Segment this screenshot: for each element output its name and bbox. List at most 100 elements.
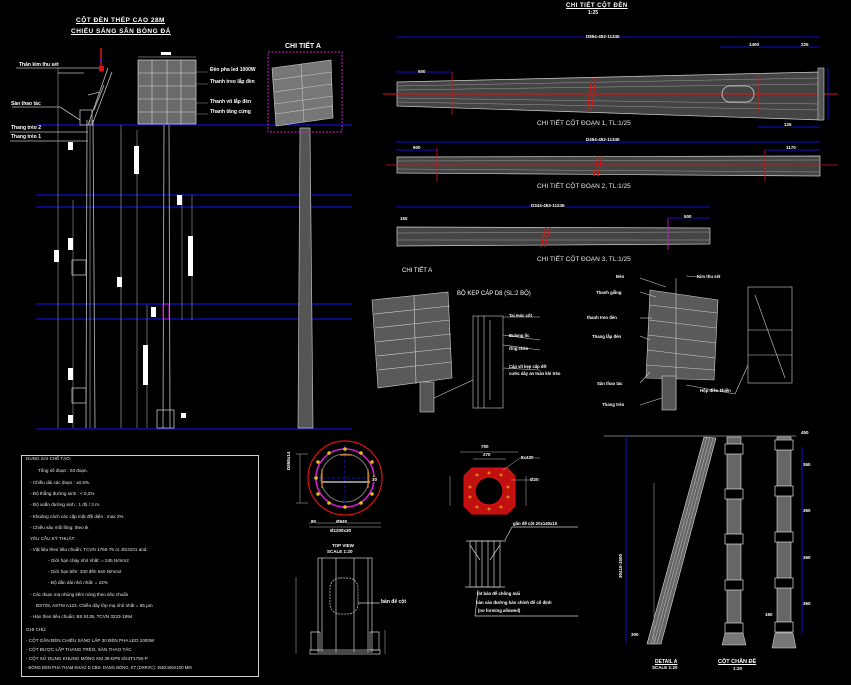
- notes-box: [21, 455, 259, 677]
- base-dim-right: 30: [372, 477, 378, 482]
- label-lightning-rod: Thân kim thu sét: [19, 62, 59, 68]
- notes-section3-title: GHI CHÚ:: [26, 627, 47, 632]
- iso-label-brace: Thanh giằng: [596, 290, 622, 295]
- segment2-dim-a: 600: [413, 145, 421, 150]
- notes-s2-item-4: - Độ dãn dài nhỏ nhất: = 22%: [48, 580, 108, 585]
- iso-label-lamp-ladder: Thang lắp đèn: [592, 334, 622, 339]
- flange-dim-inner: 270: [483, 452, 491, 457]
- base-plate-label: bản đế cột: [381, 599, 407, 605]
- ladder-seg-dim-4: 360: [803, 555, 811, 560]
- clamp-title: BỘ KẸP CÁP D8 (SL:2 BỘ): [457, 291, 531, 297]
- flange-note-1: lót bản đế chống mài: [477, 591, 520, 596]
- pole-elevation-front: [120, 124, 193, 429]
- top-view-scale: SCALE 1:20: [327, 549, 353, 554]
- ladder-seg-dim-1: 450: [801, 430, 809, 435]
- notes-section1-title: DUNG SAI CHẾ TẠO:: [26, 456, 72, 461]
- notes-s1-item-1: Tổng số đoạn : 03 đoạn.: [38, 468, 88, 473]
- ladder-section-scale: 1:20: [733, 666, 743, 671]
- ladder-seg-dim-5: 360: [803, 601, 811, 606]
- iso-label-platform: Sàn thao tác: [597, 381, 623, 386]
- clamp-label-4: Cáp vít kẹp cấp đỡ: [509, 364, 547, 369]
- iso-label-lamp: Đèn: [616, 274, 625, 279]
- label-platform: Sàn thao tác: [11, 101, 41, 107]
- clamp-label-1: Tai móc cốt: [509, 313, 532, 318]
- base-dim-diameter: D858x14: [286, 451, 291, 470]
- flange-dim-width: 700: [481, 444, 489, 449]
- detail-a-scale: SCALE 1:20: [652, 665, 678, 670]
- segment3-dim-a: 150: [400, 216, 408, 221]
- notes-s3-item-2: - CỘT ĐƯỢC LẮP THANG TRÈO, SÀN THAO TÁC: [26, 647, 132, 652]
- segment3-overall-dim: D344-453-11245: [531, 203, 565, 208]
- clamp-label-2: Bulong ốc: [509, 333, 530, 338]
- detail-a-caption: DETAIL A: [655, 659, 678, 665]
- base-plate-top-view: [296, 440, 383, 528]
- notes-s1-item-3: - Độ thẳng đường sinh : < 0,3%: [30, 491, 95, 496]
- iso-view-right: [639, 275, 793, 411]
- label-lamp-screw-bar: Thanh vít lắp đèn: [210, 99, 252, 105]
- pole-detail-title: CHI TIẾT CỘT ĐÈN: [566, 3, 628, 9]
- flange-detail: [449, 451, 578, 617]
- ladder-section-label: CỘT CHÂN ĐẾ: [718, 659, 757, 665]
- notes-s1-item-6: - Chiều sâu mối lồng: theo tk: [30, 525, 89, 530]
- top-view-label: TOP VIEW: [332, 543, 354, 548]
- segment-3-drawing: [396, 206, 711, 250]
- elevation-title-line2: CHIẾU SÁNG SÂN BÓNG ĐÁ: [71, 28, 171, 35]
- dimension-tags: [54, 142, 193, 423]
- clamp-label-3: Ống chèn: [509, 346, 529, 351]
- flange-dim-bolt: Ø20: [530, 477, 539, 482]
- ladder-detail: [604, 435, 803, 649]
- ladder-overall-dim: 30410-1500: [618, 553, 623, 578]
- elevation-title-line1: CỘT ĐÈN THÉP CAO 28M: [76, 17, 165, 24]
- notes-s2-item-1: - Vật liệu theo tiêu chuẩn: TCVN 1765-75…: [30, 547, 148, 552]
- clamp-label-5: cước dây an toàn khi trèo: [509, 371, 561, 376]
- ladder-seg-dim-7: 300: [631, 632, 639, 637]
- pole-detail-scale: 1:25: [588, 10, 599, 16]
- segment2-dim-b: 1170: [786, 145, 796, 150]
- iso-label-control-box: Hộp điều khiển: [700, 388, 731, 393]
- notes-s2-item-3: - Giới hạn bền: 330 đến 540 N/mm2: [48, 569, 122, 574]
- level-lines: [36, 124, 352, 430]
- segment-2-drawing: [386, 141, 838, 182]
- notes-s1-item-4: - Độ xoắn đường sinh : 1 độ / 3 m.: [30, 502, 101, 507]
- segment2-caption: CHI TIẾT CỘT ĐOẠN 2, TL:1/25: [537, 183, 631, 190]
- flange-note-2: hàn vào đường hàn chính để cố định: [476, 600, 552, 605]
- notes-s1-item-5: - Khoảng cách các cặp mặt đối diện : max…: [30, 514, 124, 519]
- segment1-caption: CHI TIẾT CỘT ĐOẠN 1, TL:1/25: [537, 120, 631, 127]
- label-ladder-2: Thang trèo 2: [11, 125, 42, 131]
- pole-elevation-side: [10, 67, 122, 429]
- base-dim-outer: Ø1200x30: [330, 528, 352, 533]
- ladder-seg-dim-2: 360: [803, 462, 811, 467]
- segment-1-drawing: [383, 36, 838, 128]
- segment1-overall-dim: D854-453-11345: [586, 34, 620, 39]
- base-dim-inner: Ø840: [336, 519, 348, 524]
- notes-section2-title: YÊU CẦU KỸ THUẬT:: [30, 536, 76, 541]
- ladder-seg-dim-3: 360: [803, 508, 811, 513]
- segment1-dim-c: 225: [801, 42, 809, 47]
- segment1-dim-a: 500: [418, 69, 426, 74]
- notes-s1-item-2: - Chiều dài các đoạn : ±0,5%.: [30, 480, 91, 485]
- lamp-grid-front: [137, 52, 208, 125]
- segment1-dim-d: 125: [784, 122, 792, 127]
- notes-s2-item-5: - Các đoạn mạ nhúng kẽm nóng theo tiêu c…: [30, 592, 129, 597]
- detail-a-iso: [371, 291, 541, 413]
- flange-callout: gân đế cột 20x140x10: [513, 521, 558, 526]
- notes-s2-item-7: - Hàn theo tiêu chuẩn: BS 5135, TCVN 322…: [30, 614, 133, 619]
- iso-label-ladder: Thang trèo: [602, 402, 625, 407]
- segment3-caption: CHI TIẾT CỘT ĐOẠN 3, TL:1/25: [537, 256, 631, 263]
- lightning-rod: [99, 48, 104, 72]
- notes-s3-item-1: - CỘT GẮN ĐÈN CHIẾU SÁNG LẮP 30 ĐÈN PHA …: [26, 638, 155, 643]
- flange-note-3: (no forming allowed): [478, 608, 521, 613]
- pole-elevation-detail: [267, 51, 343, 429]
- segment1-dim-b: 1400: [749, 42, 760, 47]
- notes-s2-item-6: BS729, ASTM A123. Chiều dày lớp mạ nhỏ n…: [36, 603, 153, 608]
- ladder-seg-dim-6: 160: [765, 612, 773, 617]
- iso-label-hanger: thanh treo đèn: [587, 315, 617, 320]
- label-ladder-1: Thang trèo 1: [11, 134, 42, 140]
- flange-dim-holes: 8x430: [521, 455, 534, 460]
- notes-s2-item-2: - Giới hạn chảy nhỏ nhất: = 245 N/mm2: [48, 558, 129, 563]
- segment2-overall-dim: D454-452-11345: [586, 137, 620, 142]
- segment3-dim-b: 500: [684, 214, 692, 219]
- notes-s3-item-3: - CỘT SỬ DỤNG KHUNG MÓNG KM 36-DP8 3/24T…: [26, 656, 148, 661]
- detail-a-title: CHI TIẾT A: [402, 268, 433, 274]
